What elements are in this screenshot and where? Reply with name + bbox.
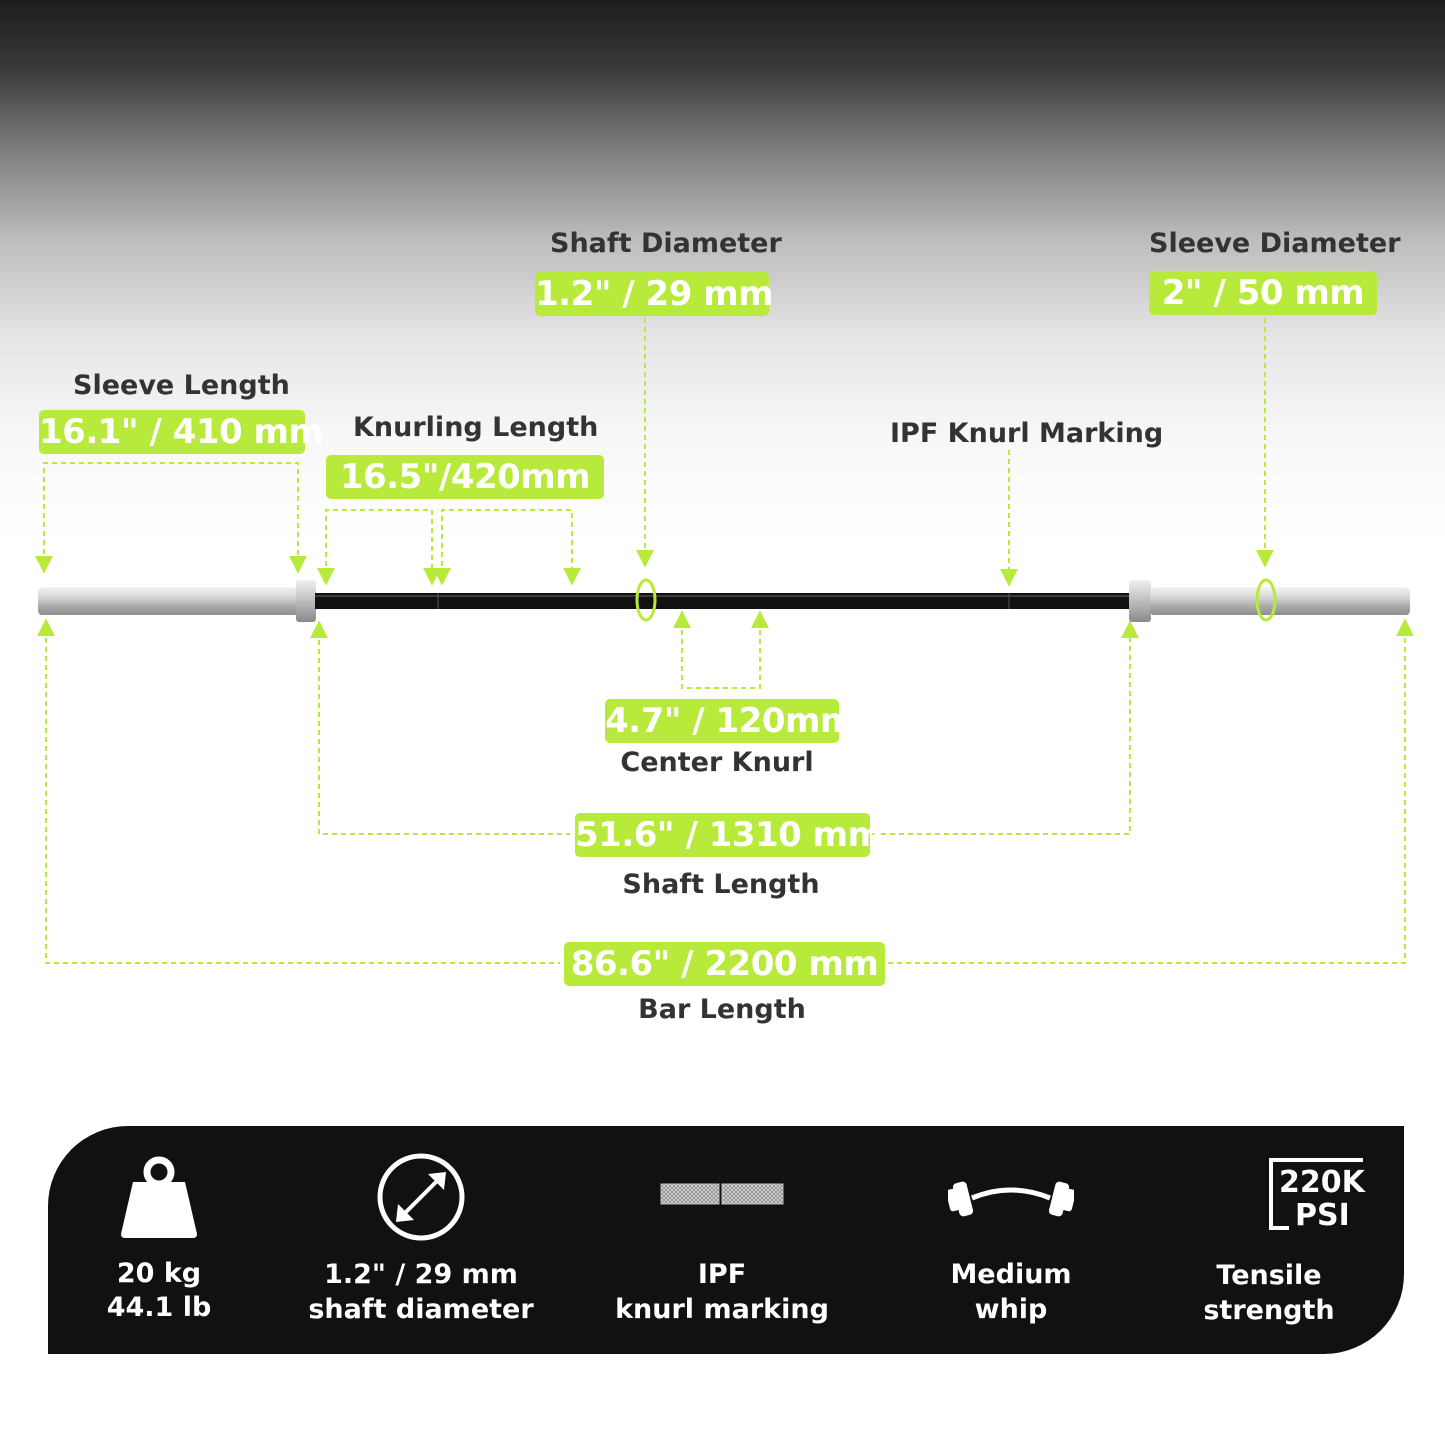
spec-knurl-line2: knurl marking xyxy=(615,1294,829,1325)
psi-icon-text-1: 220K xyxy=(1279,1165,1365,1200)
spec-shaft-diameter: 1.2" / 29 mm shaft diameter xyxy=(281,1126,561,1354)
spec-weight-line2: 44.1 lb xyxy=(106,1292,212,1323)
shaft-length-value: 51.6" / 1310 mm xyxy=(575,813,883,857)
barbell-dimension-diagram: Sleeve Length 16.1" / 410 mm Knurling Le… xyxy=(35,228,1414,1025)
knurl-icon xyxy=(660,1182,784,1210)
spec-tensile-line1: Tensile xyxy=(1216,1260,1322,1291)
spec-tensile-line2: strength xyxy=(1203,1295,1335,1326)
knurling-length-value: 16.5"/420mm xyxy=(326,455,604,499)
bar-length-bracket-left xyxy=(37,618,560,964)
whip-barbell-icon xyxy=(946,1176,1076,1224)
shaft-diameter-label: Shaft Diameter xyxy=(550,228,782,259)
knurling-length-bracket-left xyxy=(317,509,441,586)
knurling-length-label: Knurling Length xyxy=(353,412,599,443)
right-collar xyxy=(1129,580,1151,622)
right-sleeve xyxy=(1150,587,1410,615)
shaft-diameter-value: 1.2" / 29 mm xyxy=(535,272,774,316)
spec-whip-line1: Medium xyxy=(950,1259,1072,1290)
shaft-diameter-ring xyxy=(635,578,657,622)
sleeve-diameter-label: Sleeve Diameter xyxy=(1149,228,1401,259)
sleeve-length-bracket xyxy=(35,462,307,574)
center-knurl-label: Center Knurl xyxy=(620,747,814,778)
spec-weight: 20 kg 44.1 lb xyxy=(19,1126,299,1354)
spec-whip-line2: whip xyxy=(974,1294,1048,1325)
spec-knurl-line1: IPF xyxy=(697,1259,747,1290)
sleeve-diameter-value: 2" / 50 mm xyxy=(1149,271,1377,315)
spec-ipf-knurl: IPF knurl marking xyxy=(582,1126,862,1354)
center-knurl-bracket xyxy=(673,610,769,689)
psi-icon-text-2: PSI xyxy=(1295,1198,1350,1233)
barbell xyxy=(38,578,1410,622)
bar-length-bracket-right xyxy=(888,618,1414,964)
weight-icon xyxy=(119,1156,199,1242)
sleeve-length-value: 16.1" / 410 mm xyxy=(39,410,324,454)
shaft-length-bracket-left xyxy=(310,620,570,835)
center-knurl-value: 4.7" / 120mm xyxy=(605,699,855,743)
spec-weight-line1: 20 kg xyxy=(116,1258,202,1289)
shaft-length-label: Shaft Length xyxy=(622,869,820,900)
spec-panel: 20 kg 44.1 lb 1.2" / 29 mm shaft diamete… xyxy=(48,1126,1404,1354)
spec-diameter-line2: shaft diameter xyxy=(308,1294,534,1325)
bar-length-label: Bar Length xyxy=(638,994,806,1025)
sleeve-diameter-ring xyxy=(1255,578,1277,622)
sleeve-length-label: Sleeve Length xyxy=(73,370,290,401)
knurling-length-bracket-right xyxy=(433,509,581,586)
dimension-lines xyxy=(35,318,1414,964)
left-collar xyxy=(296,580,316,622)
bar-length-value: 86.6" / 2200 mm xyxy=(564,942,885,986)
spec-tensile-strength: 220K PSI Tensile strength xyxy=(1129,1126,1409,1354)
spec-diameter-line1: 1.2" / 29 mm xyxy=(324,1259,518,1290)
spec-whip: Medium whip xyxy=(871,1126,1151,1354)
left-sleeve xyxy=(38,587,298,615)
ipf-knurl-marking-label: IPF Knurl Marking xyxy=(890,418,1164,449)
shaft-length-bracket-right xyxy=(872,620,1139,835)
diameter-icon xyxy=(376,1152,466,1246)
